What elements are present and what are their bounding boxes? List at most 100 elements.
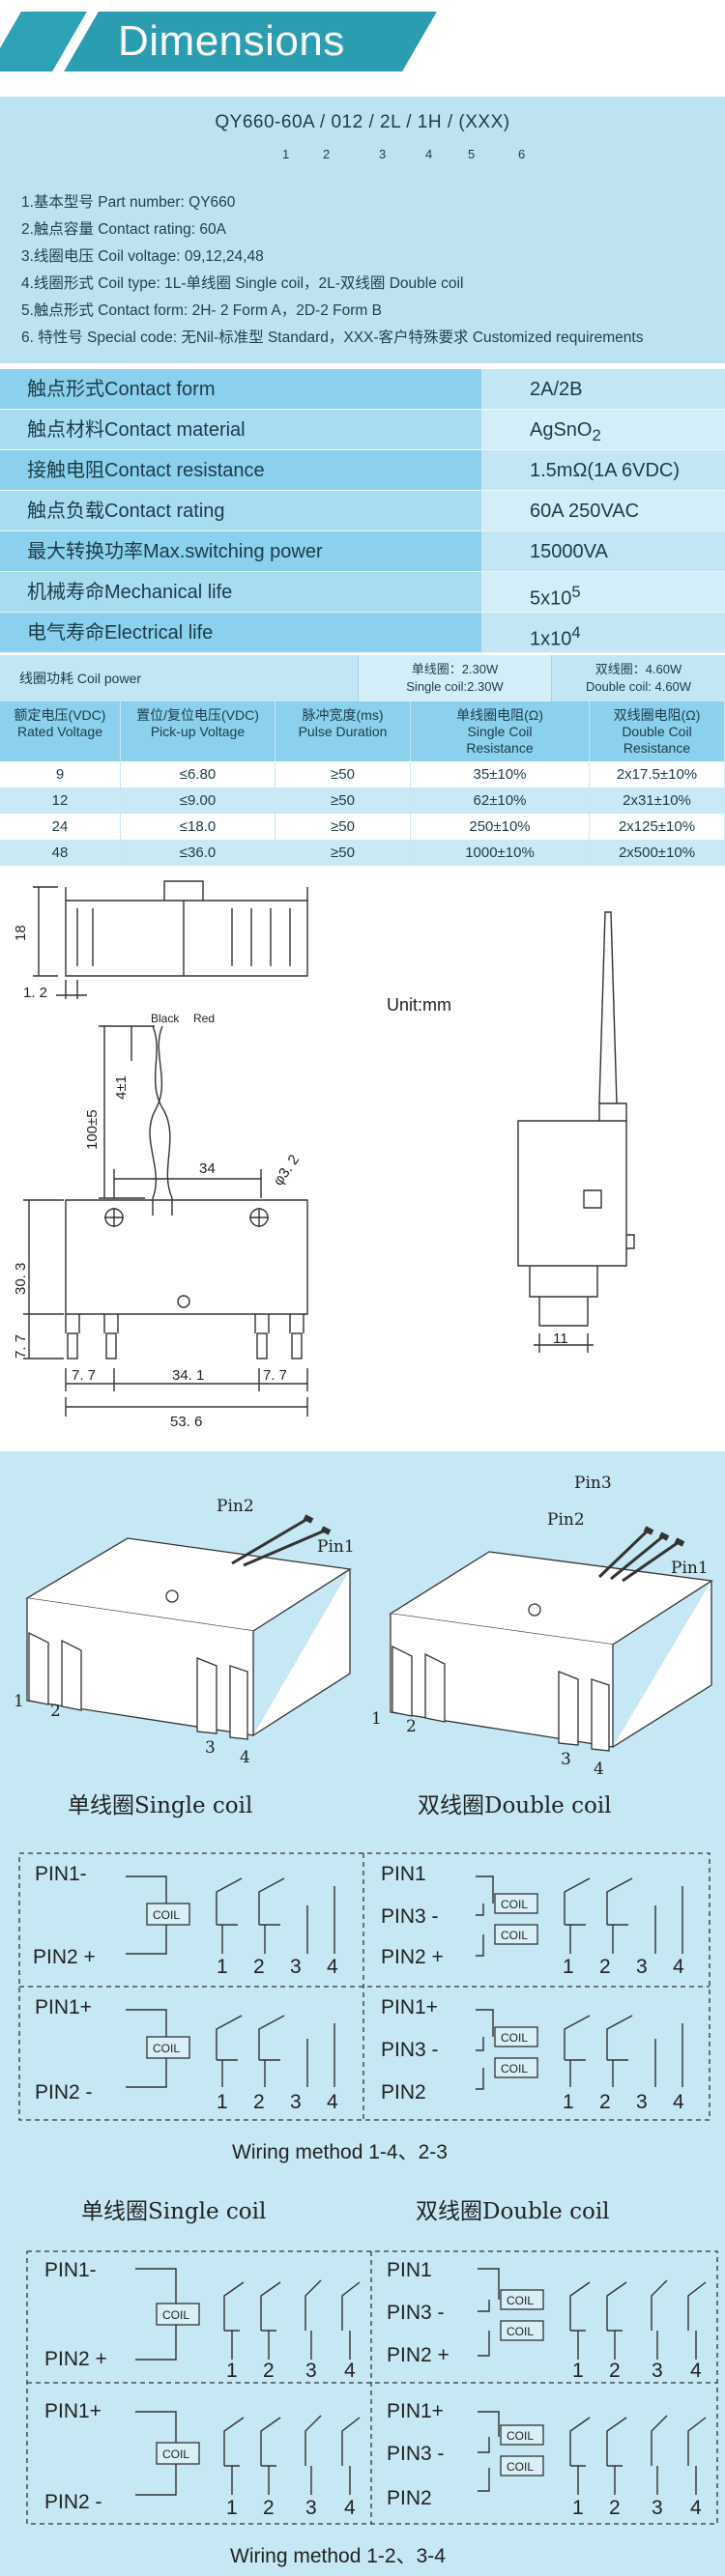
- pin-label: Pin1: [671, 1559, 709, 1578]
- coil-symbol: [500, 2455, 544, 2476]
- contact-number: 1: [217, 2091, 228, 2113]
- pin-label: Pin2: [217, 1497, 254, 1516]
- table-cell: 250±10%: [411, 814, 590, 840]
- contact-number: 1: [563, 2091, 574, 2113]
- dim-label: 53. 6: [170, 1414, 202, 1430]
- property-value: 1x104: [481, 613, 725, 652]
- pin-label: PIN1: [387, 2259, 432, 2281]
- table-cell: ≤6.80: [121, 761, 276, 787]
- pin-label: PIN1-: [35, 1863, 87, 1885]
- coil-label: COIL: [507, 2294, 534, 2307]
- coil-label: COIL: [153, 1908, 180, 1922]
- part-index: 6: [518, 147, 526, 161]
- coil-label: COIL: [501, 1929, 528, 1942]
- header-cn: 脉冲宽度(ms): [302, 707, 384, 723]
- property-label: 最大转换功率Max.switching power: [0, 531, 481, 571]
- table-cell: ≥50: [276, 814, 411, 840]
- contact-number: 4: [673, 2091, 684, 2113]
- part-number-code: QY660-60A / 012 / 2L / 1H / (XXX): [215, 112, 510, 132]
- contact-number: 4: [344, 2360, 356, 2382]
- header-en: Resistance: [466, 740, 534, 756]
- part-number-legend: 1.基本型号 Part number: QY660 2.触点容量 Contact…: [21, 189, 643, 352]
- contact-number: 1: [226, 2360, 238, 2382]
- contact-number: 2: [599, 1956, 611, 1978]
- coil-symbol: [500, 2424, 544, 2446]
- single-coil-title: 单线圈Single coil: [81, 2199, 266, 2224]
- property-label: 触点材料Contact material: [0, 410, 481, 449]
- coil-symbol: [146, 1903, 190, 1926]
- column-header: 置位/复位电压(VDC)Pick-up Voltage: [121, 701, 276, 761]
- pin-label: PIN3 -: [381, 2039, 439, 2061]
- coil-label: COIL: [162, 2447, 189, 2461]
- property-label: 触点形式Contact form: [0, 369, 481, 409]
- contact-number: 4: [690, 2360, 702, 2382]
- double-coil-title: 双线圈Double coil: [416, 2199, 610, 2224]
- dim-label: 7. 7: [263, 1367, 287, 1384]
- coil-label: COIL: [501, 1898, 528, 1911]
- single-coil-title: 单线圈Single coil: [68, 1793, 252, 1818]
- legend-line: 1.基本型号 Part number: QY660: [21, 194, 236, 211]
- unit-label: Unit:mm: [387, 995, 451, 1015]
- section-header: Dimensions: [0, 0, 725, 89]
- header-en: Pulse Duration: [298, 724, 388, 739]
- pin-label: Pin1: [317, 1537, 355, 1557]
- header-cn: 双线圈电阻(Ω): [613, 707, 701, 723]
- property-value: 60A 250VAC: [481, 491, 725, 530]
- property-row: 触点形式Contact form 2A/2B: [0, 369, 725, 410]
- coil-power-double-cn: 双线圈：4.60W: [594, 662, 682, 676]
- column-header: 脉冲宽度(ms)Pulse Duration: [276, 701, 411, 761]
- part-index: 4: [425, 147, 433, 161]
- double-coil-title: 双线圈Double coil: [418, 1793, 612, 1818]
- contact-number: 2: [253, 1956, 265, 1978]
- contact-number: 4: [327, 2091, 338, 2113]
- table-cell: 48: [0, 840, 121, 866]
- pin-label: PIN2 +: [44, 2348, 107, 2370]
- coil-label: COIL: [507, 2460, 534, 2474]
- contact-number: 4: [327, 1956, 338, 1978]
- contact-number: 3: [305, 2497, 317, 2519]
- dim-label: 11: [553, 1331, 568, 1347]
- property-label: 触点负载Contact rating: [0, 491, 481, 530]
- property-row: 电气寿命Electrical life 1x104: [0, 613, 725, 653]
- pin-number: 4: [594, 1760, 604, 1779]
- property-row: 最大转换功率Max.switching power 15000VA: [0, 531, 725, 572]
- contact-number: 3: [652, 2360, 663, 2382]
- contact-number: 4: [673, 1956, 684, 1978]
- table-cell: ≤36.0: [121, 840, 276, 866]
- header-cn: 单线圈电阻(Ω): [456, 707, 543, 723]
- coil-symbol: [500, 2320, 544, 2341]
- pin-number: 1: [14, 1692, 24, 1711]
- pin-label: Pin2: [547, 1510, 585, 1530]
- legend-line: 4.线圈形式 Coil type: 1L-单线圈 Single coil，2L-…: [21, 275, 464, 292]
- header-en: Rated Voltage: [17, 724, 102, 739]
- header-cn: 置位/复位电压(VDC): [136, 707, 259, 723]
- wiring-diagram-1: 单线圈Single coil 双线圈Double coil: [18, 1793, 710, 2163]
- pin-label: PIN1+: [387, 2400, 444, 2422]
- contact-number: 3: [290, 2091, 302, 2113]
- pin-number: 2: [50, 1702, 61, 1721]
- coil-symbol: [500, 2289, 544, 2310]
- pin-label: PIN1+: [44, 2400, 102, 2422]
- table-cell: 2x500±10%: [590, 840, 725, 866]
- coil-power-single: 单线圈：2.30W Single coil:2.30W: [358, 655, 551, 701]
- header-en: Double Coil: [622, 724, 692, 739]
- property-value-superscript: 4: [571, 623, 581, 642]
- coil-symbol: [146, 2036, 190, 2059]
- property-label: 机械寿命Mechanical life: [0, 572, 481, 612]
- table-cell: 2x17.5±10%: [590, 761, 725, 787]
- table-cell: ≥50: [276, 761, 411, 787]
- coil-table-header: 额定电压(VDC)Rated Voltage 置位/复位电压(VDC)Pick-…: [0, 701, 725, 761]
- property-value-text: 1x10: [530, 628, 572, 650]
- contact-number: 1: [226, 2497, 238, 2519]
- coil-label: COIL: [507, 2429, 534, 2443]
- contact-number: 3: [290, 1956, 302, 1978]
- part-number-block: QY660-60A / 012 / 2L / 1H / (XXX) 1 2 3 …: [0, 97, 725, 363]
- coil-symbol: [494, 2057, 538, 2078]
- dim-label: 4±1: [113, 1075, 130, 1100]
- table-cell: ≥50: [276, 840, 411, 866]
- table-cell: 2x125±10%: [590, 814, 725, 840]
- coil-label: COIL: [501, 2062, 528, 2075]
- coil-power-row: 线圈功耗 Coil power 单线圈：2.30W Single coil:2.…: [0, 655, 725, 701]
- coil-power-double-en: Double coil: 4.60W: [585, 679, 692, 694]
- pin-label: PIN3 -: [387, 2302, 445, 2324]
